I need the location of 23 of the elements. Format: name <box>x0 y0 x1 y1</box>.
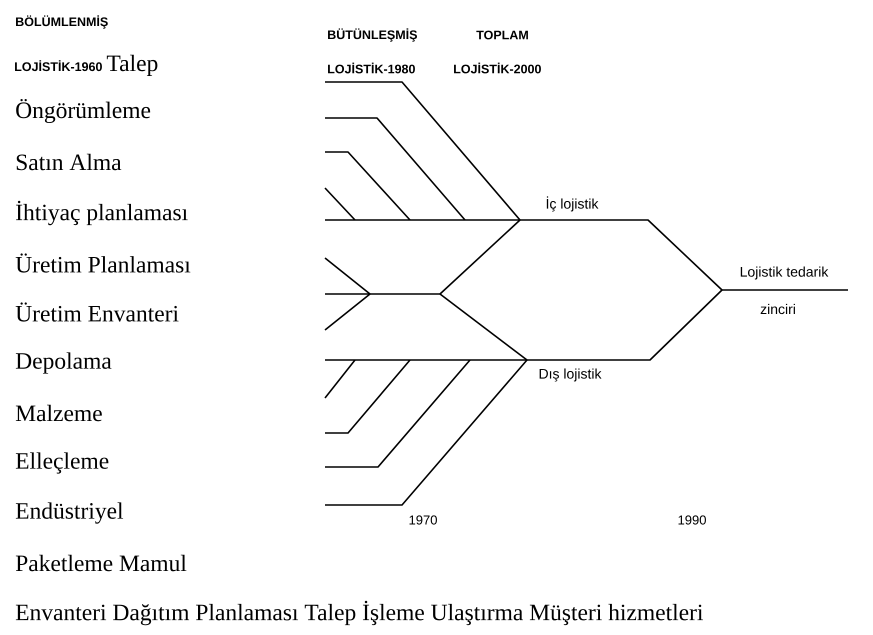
flow-label: Lojistik tedarik <box>740 266 828 280</box>
column-heading: LOJİSTİK-2000 <box>454 62 541 74</box>
flow-label: İç lojistik <box>546 196 598 212</box>
column-heading: LOJİSTİK-1980 <box>328 62 415 74</box>
column-heading: LOJİSTİK-1960 Talep <box>15 54 158 76</box>
function-label: İhtiyaç planlaması <box>16 200 188 226</box>
flow-label: Dış lojistik <box>540 368 602 382</box>
function-label: Depolama <box>16 352 112 374</box>
function-label: Satın Alma <box>16 154 122 170</box>
column-heading: BÜTÜNLEŞMİŞ <box>328 28 417 42</box>
function-label: Envanteri Dağıtım Planlaması Talep İşleme Ulaştırma Müşteri hizmetleri <box>16 600 704 626</box>
flow-label: zinciri <box>760 304 795 314</box>
column-heading: TOPLAM <box>476 30 528 40</box>
function-label: Paketleme Mamul <box>16 554 186 572</box>
year-label: 1970 <box>410 515 437 525</box>
year-label: 1990 <box>678 515 706 525</box>
function-label: Öngörümleme <box>16 98 150 124</box>
column-heading: BÖLÜMLENMİŞ <box>16 15 108 29</box>
function-label: Üretim Envanteri <box>16 302 179 322</box>
function-label: Elleçleme <box>16 452 108 474</box>
function-label: Üretim Planlaması <box>16 253 190 273</box>
function-label: Endüstriyel <box>16 502 124 524</box>
function-label: Malzeme <box>16 404 102 422</box>
